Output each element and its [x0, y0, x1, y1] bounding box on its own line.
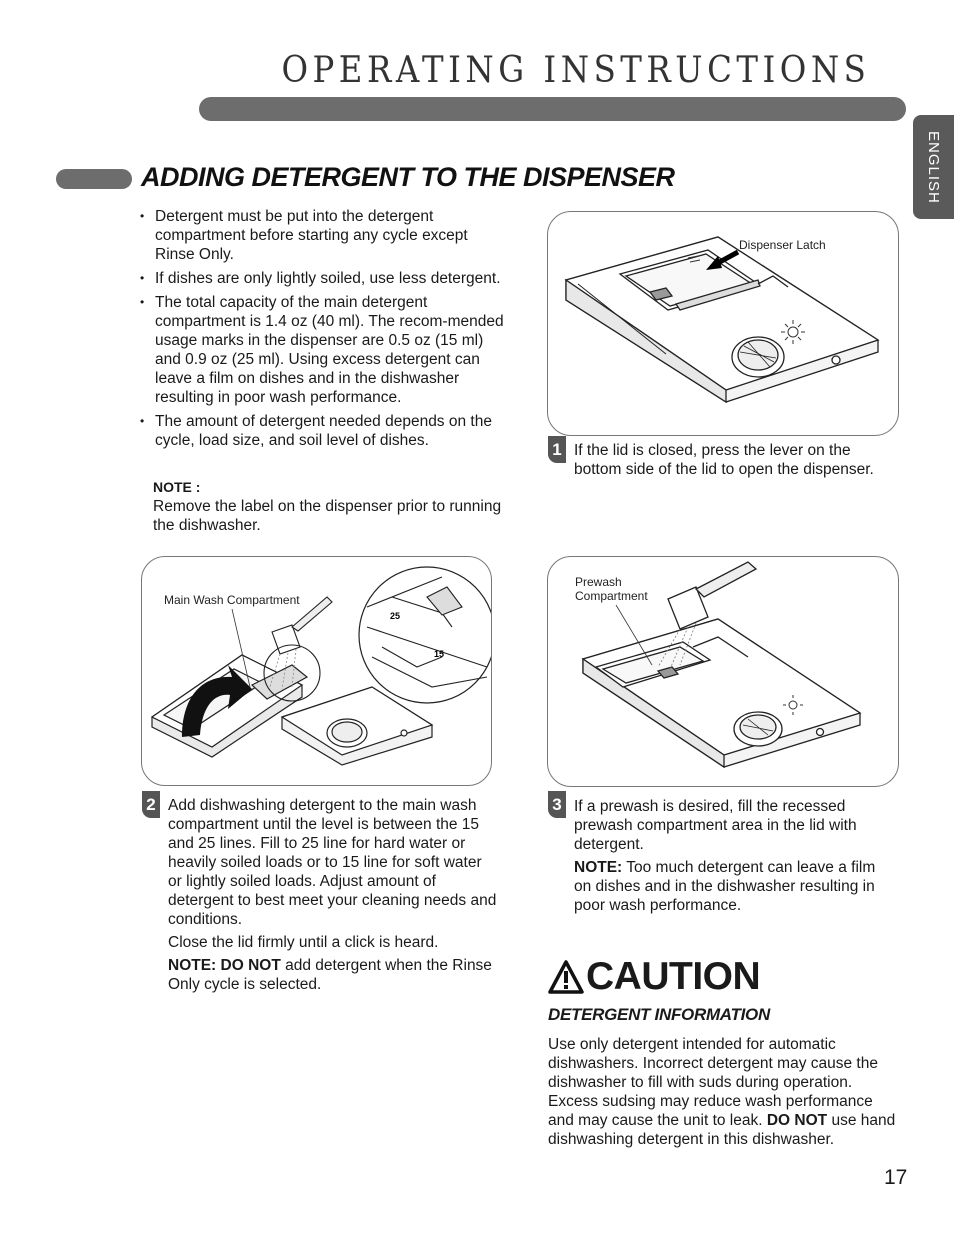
page-number: 17	[884, 1166, 908, 1189]
caution-heading: CAUTION	[548, 955, 761, 999]
detergent-info-text: Use only detergent intended for automati…	[548, 1036, 878, 1129]
step-2-text-block: Add dishwashing detergent to the main wa…	[168, 796, 498, 998]
note-text: Remove the label on the dispenser prior …	[153, 498, 502, 534]
language-tab-label: ENGLISH	[925, 130, 942, 204]
detergent-info-heading: DETERGENT INFORMATION	[548, 1005, 770, 1024]
main-wash-compartment-callout: Main Wash Compartment	[164, 593, 300, 607]
warning-triangle-icon	[548, 960, 584, 994]
prewash-callout-line-1: Prewash	[575, 575, 622, 589]
prewash-compartment-callout: Prewash Compartment	[575, 575, 648, 603]
bullet-item: Detergent must be put into the detergent…	[140, 207, 510, 264]
dispenser-latch-callout: Dispenser Latch	[739, 238, 826, 252]
step-3-note-label: NOTE:	[574, 859, 623, 876]
step-2-text: Add dishwashing detergent to the main wa…	[168, 797, 497, 928]
step-number-1: 1	[548, 436, 566, 463]
step-2-note-label: NOTE: DO NOT	[168, 957, 281, 974]
dispenser-prewash-illustration	[581, 561, 862, 769]
step-2-close-text: Close the lid firmly until a click is he…	[168, 934, 439, 951]
step-number-2: 2	[142, 791, 160, 818]
step-3-note-text: Too much detergent can leave a film on d…	[574, 859, 876, 914]
bullet-item: The total capacity of the main detergent…	[140, 293, 510, 407]
step-3-text-block: If a prewash is desired, fill the recess…	[574, 797, 894, 919]
step-1-text: If the lid is closed, press the lever on…	[574, 442, 874, 478]
step-2-note: NOTE: DO NOT add detergent when the Rins…	[168, 956, 498, 994]
detergent-info-body: Use only detergent intended for automati…	[548, 1035, 898, 1149]
step-number-3: 3	[548, 791, 566, 818]
step-3-text: If a prewash is desired, fill the recess…	[574, 798, 857, 853]
language-tab: ENGLISH	[913, 115, 954, 219]
illustration-panel-3: Prewash Compartment	[547, 556, 899, 787]
mark-15-label: 15	[434, 649, 444, 659]
mark-25-label: 25	[390, 611, 400, 621]
bullet-item: If dishes are only lightly soiled, use l…	[140, 269, 510, 288]
caution-heading-text: CAUTION	[586, 955, 761, 998]
page-header-title: OPERATING INSTRUCTIONS	[281, 50, 870, 91]
step-3-note: NOTE: Too much detergent can leave a fil…	[574, 858, 894, 915]
step-2-note-text: add detergent when the Rinse Only cycle …	[168, 957, 492, 993]
prewash-callout-line-2: Compartment	[575, 589, 648, 603]
detergent-info-text-end: use hand dishwashing detergent in this d…	[548, 1112, 896, 1148]
illustration-panel-2: 25 15 Main Wash Compartment	[141, 556, 492, 786]
bullet-item: The amount of detergent needed depends o…	[140, 412, 510, 450]
detergent-info-emphasis: DO NOT	[766, 1112, 828, 1129]
dispenser-fill-illustration: 25 15	[150, 566, 491, 766]
dispenser-closed-illustration	[564, 236, 880, 404]
section-title: ADDING DETERGENT TO THE DISPENSER	[141, 162, 675, 192]
illustration-panel-1: Dispenser Latch	[547, 211, 899, 436]
header-bar	[199, 97, 906, 121]
bullet-list: Detergent must be put into the detergent…	[140, 207, 510, 455]
note-block: NOTE : Remove the label on the dispenser…	[153, 478, 503, 535]
section-pill	[56, 169, 132, 189]
note-label: NOTE :	[153, 479, 201, 495]
